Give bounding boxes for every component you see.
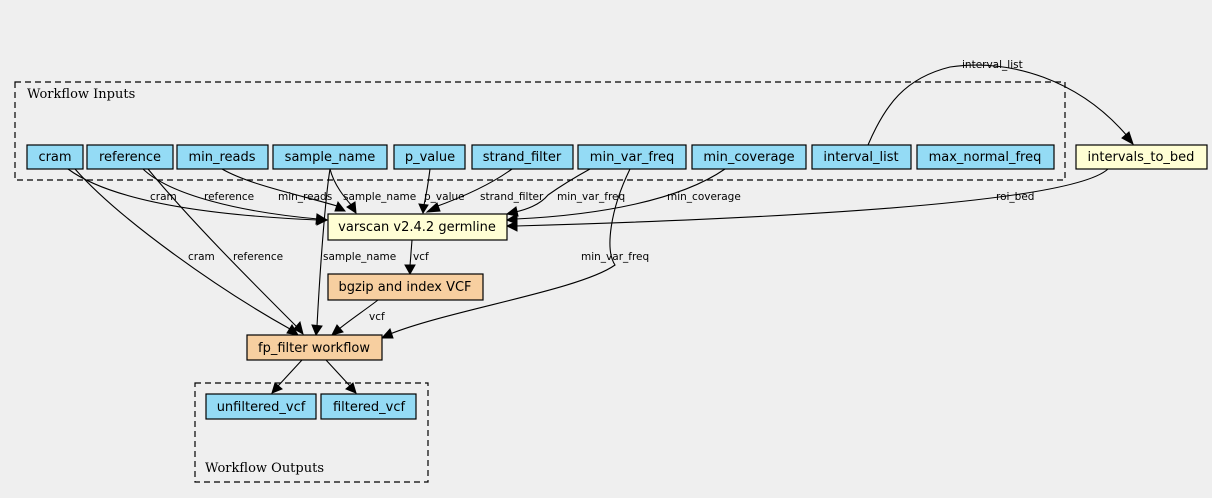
edge-fp_filter-filtered_vcf [325, 359, 357, 394]
node-label: fp_filter workflow [258, 341, 370, 356]
edge-reference-varscan: reference [142, 168, 329, 225]
edge-label: min_coverage [667, 191, 741, 203]
edge-label: cram [188, 251, 215, 263]
node-min_coverage[interactable]: min_coverage [691, 144, 807, 170]
node-reference[interactable]: reference [86, 144, 174, 170]
node-varscan[interactable]: varscan v2.4.2 germline [327, 213, 508, 241]
edge-label: sample_name [323, 251, 396, 263]
edge-label: roi_bed [996, 191, 1034, 203]
edge-intervals_to_bed-varscan: roi_bed [505, 168, 1109, 232]
node-label: min_var_freq [590, 150, 674, 165]
edge-min_var_freq-varscan: min_var_freq [505, 168, 625, 217]
node-fp_filter[interactable]: fp_filter workflow [246, 334, 383, 361]
node-filtered_vcf[interactable]: filtered_vcf [320, 393, 417, 420]
edge-fp_filter-unfiltered_vcf [271, 359, 303, 394]
edge-interval_list-intervals_to_bed: interval_list [867, 59, 1134, 146]
edge-label: reference [233, 251, 283, 263]
node-sample_name[interactable]: sample_name [272, 144, 388, 170]
cluster-inputs-label: Workflow Inputs [27, 87, 135, 102]
edge-min_var_freq-fp_filter: min_var_freq [380, 168, 649, 339]
node-label: min_coverage [703, 150, 794, 165]
cluster-workflow-inputs: Workflow Inputs [14, 81, 1066, 181]
node-label: filtered_vcf [333, 400, 406, 415]
edge-cram-fp_filter: cram [74, 168, 299, 336]
edge-sample_name-varscan: sample_name [329, 168, 416, 214]
nodes: cram reference min_reads sample_name p_v… [26, 144, 1208, 420]
node-label: max_normal_freq [929, 150, 1042, 165]
edge-label: min_var_freq [557, 191, 625, 203]
edge-p_value-varscan: p_value [418, 168, 465, 215]
node-max_normal_freq[interactable]: max_normal_freq [916, 144, 1055, 170]
node-interval_list[interactable]: interval_list [811, 144, 912, 170]
node-label: cram [38, 150, 71, 165]
cluster-outputs-label: Workflow Outputs [205, 461, 324, 476]
node-label: bgzip and index VCF [338, 280, 471, 295]
cluster-workflow-outputs: Workflow Outputs [194, 382, 429, 483]
node-cram[interactable]: cram [26, 144, 84, 170]
node-label: reference [99, 150, 161, 165]
edge-reference-fp_filter: reference [147, 168, 304, 335]
edge-label: min_reads [278, 191, 332, 203]
edge-label: cram [150, 191, 177, 203]
node-unfiltered_vcf[interactable]: unfiltered_vcf [205, 393, 317, 420]
edge-min_reads-varscan: min_reads [221, 168, 347, 212]
node-intervals_to_bed[interactable]: intervals_to_bed [1075, 144, 1208, 170]
node-min_reads[interactable]: min_reads [176, 144, 269, 170]
edge-label: vcf [413, 251, 429, 263]
edges: interval_list cram reference min_reads s… [67, 59, 1134, 394]
edge-label: reference [204, 191, 254, 203]
node-label: unfiltered_vcf [217, 400, 306, 415]
edge-label: interval_list [962, 59, 1023, 71]
node-label: strand_filter [483, 150, 562, 165]
edge-label: min_var_freq [581, 251, 649, 263]
edge-label: strand_filter [480, 191, 544, 203]
edge-min_coverage-varscan: min_coverage [505, 168, 741, 225]
node-label: intervals_to_bed [1088, 150, 1195, 165]
edge-label: vcf [369, 311, 385, 323]
edge-strand_filter-varscan: strand_filter [425, 168, 544, 213]
node-strand_filter[interactable]: strand_filter [471, 144, 574, 170]
edge-varscan-bgzip: vcf [404, 239, 429, 276]
node-label: interval_list [823, 150, 898, 165]
node-label: varscan v2.4.2 germline [338, 220, 496, 235]
node-label: sample_name [285, 150, 376, 165]
edge-bgzip-fp_filter: vcf [331, 299, 385, 336]
node-bgzip[interactable]: bgzip and index VCF [327, 273, 484, 301]
edge-label: sample_name [343, 191, 416, 203]
node-label: min_reads [188, 150, 255, 165]
edge-sample_name-fp_filter: sample_name [311, 168, 396, 337]
edge-label: p_value [424, 191, 465, 203]
node-min_var_freq[interactable]: min_var_freq [577, 144, 687, 170]
node-label: p_value [405, 150, 455, 165]
node-p_value[interactable]: p_value [393, 144, 466, 170]
